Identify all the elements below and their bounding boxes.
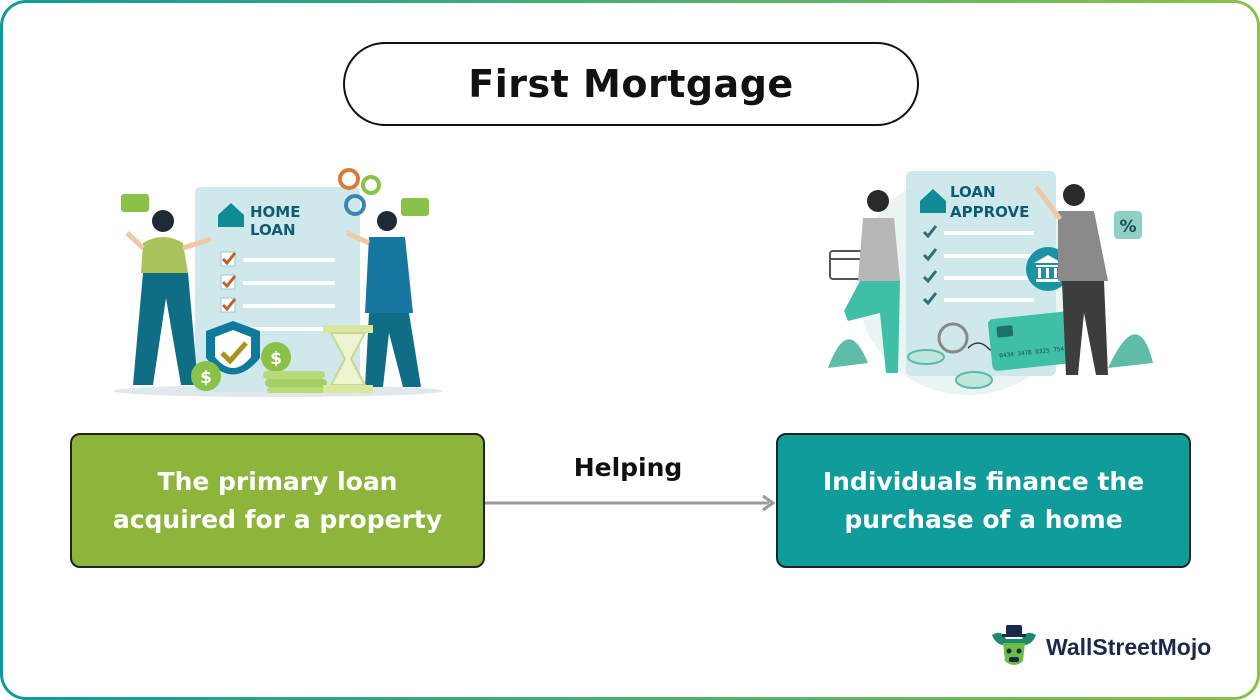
- finance-purchase-box: Individuals finance the purchase of a ho…: [776, 433, 1191, 568]
- woman-figure: [125, 210, 212, 385]
- svg-text:$: $: [200, 368, 212, 388]
- dollar-coin-icon: $ $: [191, 342, 329, 393]
- check-marks: [220, 251, 237, 313]
- loan-approve-heading-1: LOAN: [950, 183, 996, 201]
- percent-badge-icon: %: [1114, 211, 1142, 239]
- checklist: [944, 231, 1034, 302]
- hourglass-icon: [323, 325, 373, 393]
- home-loan-heading-1: HOME: [250, 203, 300, 221]
- man-figure: [345, 211, 421, 387]
- coins-icon: [907, 349, 993, 389]
- home-loan-illustration: HOME LOAN: [113, 168, 443, 397]
- svg-text:%: %: [1119, 217, 1136, 237]
- finance-purchase-text: Individuals finance the purchase of a ho…: [822, 466, 1145, 534]
- shield-icon: [206, 321, 260, 375]
- primary-loan-text: The primary loan acquired for a property: [112, 466, 443, 534]
- woman-figure: [844, 190, 900, 373]
- connector-label: Helping: [573, 453, 683, 482]
- checklist: [243, 258, 335, 331]
- brand-name: WallStreetMojo: [1046, 633, 1212, 660]
- brand-logo: WallStreetMojo: [988, 621, 1211, 673]
- credit-card-icon: 0434 3478 0325 7542: [988, 311, 1078, 371]
- home-loan-heading-2: LOAN: [250, 221, 296, 239]
- primary-loan-box: The primary loan acquired for a property: [70, 433, 485, 568]
- check-marks: [922, 225, 938, 306]
- man-figure: [1034, 184, 1108, 375]
- svg-text:$: $: [270, 349, 282, 369]
- loan-approved-illustration: LOAN APPROVE %: [828, 171, 1153, 395]
- canvas: First Mortgage HOME LOAN: [3, 3, 1257, 697]
- connector-arrow: [485, 494, 776, 512]
- loan-approve-heading-2: APPROVE: [950, 203, 1029, 221]
- title-pill: First Mortgage: [343, 42, 919, 126]
- chat-bubble-icon: [121, 194, 429, 216]
- bull-mascot-icon: [992, 625, 1036, 665]
- gear-icon: [338, 168, 381, 216]
- page-title: First Mortgage: [468, 62, 794, 106]
